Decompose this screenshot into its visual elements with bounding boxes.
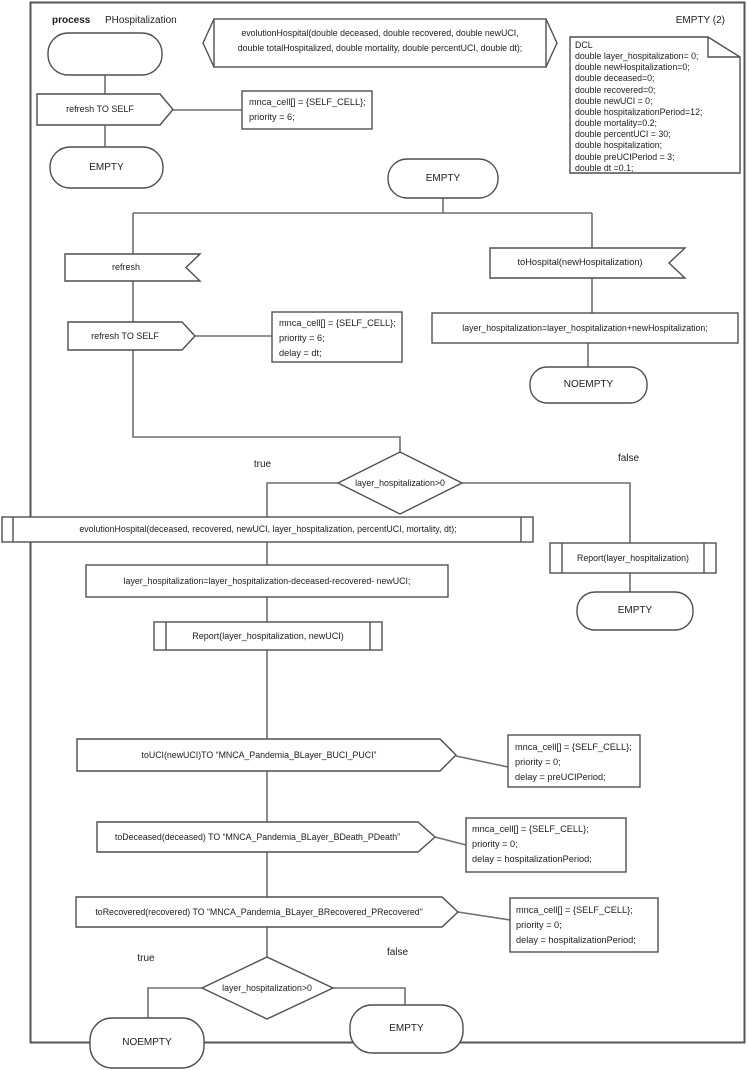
input-tohospital-shape[interactable] bbox=[489, 247, 687, 279]
task-subtract-shape[interactable] bbox=[85, 564, 449, 598]
decision1-shape[interactable] bbox=[336, 451, 464, 515]
procedure-call-report1-label[interactable]: Report(layer_hospitalization, newUCI) bbox=[192, 630, 344, 641]
start-symbol[interactable] bbox=[47, 32, 163, 76]
process-kind-label: process bbox=[52, 15, 91, 26]
procedure-declaration-shape[interactable] bbox=[213, 18, 547, 68]
state-empty-label-1[interactable]: EMPTY bbox=[89, 161, 124, 173]
comment-touci[interactable]: mnca_cell[] = {SELF_CELL}; priority = 0;… bbox=[515, 740, 635, 785]
procedure-declaration-line1[interactable]: evolutionHospital(double deceased, doubl… bbox=[241, 27, 519, 38]
comment-2[interactable]: mnca_cell[] = {SELF_CELL}; priority = 6;… bbox=[279, 316, 397, 361]
comment-box-1[interactable] bbox=[241, 90, 373, 130]
comment-line: priority = 0; bbox=[472, 839, 518, 849]
dcl-line: double hospitalization; bbox=[575, 140, 663, 151]
state-empty-shape-false[interactable] bbox=[576, 591, 694, 631]
comment-line: priority = 6; bbox=[249, 112, 295, 122]
state-noempty-shape-2[interactable] bbox=[89, 1017, 205, 1069]
task-subtract-label[interactable]: layer_hospitalization=layer_hospitalizat… bbox=[123, 575, 411, 586]
output-torecovered-label[interactable]: toRecovered(recovered) TO “MNCA_Pandemia… bbox=[95, 906, 423, 917]
state-empty-shape-1[interactable] bbox=[49, 146, 164, 189]
output-todeceased-label[interactable]: toDeceased(deceased) TO “MNCA_Pandemia_B… bbox=[114, 831, 401, 842]
process-name-label: PHospitalization bbox=[105, 15, 177, 26]
decision2-condition-label[interactable]: layer_hospitalization>0 bbox=[222, 982, 312, 993]
comment-line: priority = 0; bbox=[516, 920, 562, 930]
state-empty-label-main[interactable]: EMPTY bbox=[425, 172, 461, 184]
output-refresh-self-label-1[interactable]: refresh TO SELF bbox=[66, 104, 134, 115]
state-empty-shape-main[interactable] bbox=[387, 158, 499, 199]
procedure-call-evolution-label[interactable]: evolutionHospital(deceased, recovered, n… bbox=[79, 524, 457, 535]
comment-line: mnca_cell[] = {SELF_CELL}; bbox=[516, 905, 633, 915]
connectors bbox=[104, 75, 631, 1018]
input-tohospital-label[interactable]: toHospital(newHospitalization) bbox=[517, 257, 643, 268]
output-refresh-self-shape-2[interactable] bbox=[67, 321, 196, 351]
comment-todeceased[interactable]: mnca_cell[] = {SELF_CELL}; priority = 0;… bbox=[472, 822, 622, 867]
comment-torecovered[interactable]: mnca_cell[] = {SELF_CELL}; priority = 0;… bbox=[516, 903, 656, 948]
procedure-call-report2-label[interactable]: Report(layer_hospitalization) bbox=[577, 552, 689, 563]
output-touci-shape[interactable] bbox=[76, 738, 457, 772]
comment-1[interactable]: mnca_cell[] = {SELF_CELL}; priority = 6; bbox=[249, 95, 369, 125]
comment-box-torecovered[interactable] bbox=[509, 897, 659, 953]
comment-box-2[interactable] bbox=[271, 311, 403, 363]
state-noempty-label-2[interactable]: NOEMPTY bbox=[122, 1037, 172, 1048]
procedure-call-evolution-sidelines bbox=[12, 517, 522, 542]
dcl-line: double mortality=0.2; bbox=[575, 118, 657, 129]
dcl-line: double deceased=0; bbox=[575, 73, 655, 84]
comment-line: mnca_cell[] = {SELF_CELL}; bbox=[249, 97, 366, 107]
output-todeceased-shape[interactable] bbox=[96, 821, 437, 853]
task-add-hospitalization-label[interactable]: layer_hospitalization=layer_hospitalizat… bbox=[462, 322, 708, 333]
state-noempty-shape-1[interactable] bbox=[529, 366, 648, 404]
comment-box-todeceased[interactable] bbox=[465, 817, 627, 873]
comment-line: priority = 0; bbox=[515, 757, 561, 767]
output-refresh-self-label-2[interactable]: refresh TO SELF bbox=[91, 330, 159, 341]
page-reference-label: EMPTY (2) bbox=[675, 15, 725, 26]
dcl-declarations[interactable]: DCL double layer_hospitalization= 0; dou… bbox=[575, 40, 737, 174]
dcl-line: double newUCI = 0; bbox=[575, 95, 653, 106]
comment-line: mnca_cell[] = {SELF_CELL}; bbox=[515, 742, 632, 752]
comment-line: delay = preUCIPeriod; bbox=[515, 772, 606, 782]
output-touci-label[interactable]: toUCI(newUCI)TO “MNCA_Pandemia_BLayer_BU… bbox=[141, 749, 377, 760]
procedure-call-evolution-shape[interactable] bbox=[1, 516, 534, 543]
comment-line: mnca_cell[] = {SELF_CELL}; bbox=[279, 318, 396, 328]
state-empty-label-false[interactable]: EMPTY bbox=[617, 605, 653, 616]
state-noempty-label-1[interactable]: NOEMPTY bbox=[563, 379, 614, 390]
output-torecovered-shape[interactable] bbox=[75, 896, 460, 928]
input-refresh-shape[interactable] bbox=[64, 253, 202, 282]
comment-line: delay = dt; bbox=[279, 348, 322, 358]
dcl-line: double preUCIPeriod = 3; bbox=[575, 151, 675, 162]
procedure-declaration-line2[interactable]: double totalHospitalized, double mortali… bbox=[237, 42, 523, 53]
dcl-line: double percentUCI = 30; bbox=[575, 129, 671, 140]
procedure-call-report2-sidelines bbox=[561, 543, 705, 573]
comment-line: mnca_cell[] = {SELF_CELL}; bbox=[472, 824, 589, 834]
dcl-line: DCL bbox=[575, 40, 593, 50]
dcl-line: double recovered=0; bbox=[575, 84, 656, 95]
state-empty-shape-3[interactable] bbox=[349, 1004, 464, 1054]
decision1-false-label: false bbox=[617, 453, 640, 464]
comment-line: delay = hospitalizationPeriod; bbox=[472, 854, 592, 864]
comment-line: delay = hospitalizationPeriod; bbox=[516, 935, 636, 945]
decision2-true-label: true bbox=[137, 953, 155, 964]
dcl-line: double hospitalizationPeriod=12; bbox=[575, 106, 703, 117]
input-refresh-label[interactable]: refresh bbox=[111, 262, 140, 273]
dcl-line: double layer_hospitalization= 0; bbox=[575, 51, 699, 62]
task-add-hospitalization-shape[interactable] bbox=[431, 312, 739, 344]
procedure-declaration-right-cap bbox=[545, 18, 558, 68]
procedure-call-report1-shape[interactable] bbox=[153, 621, 383, 651]
decision1-condition-label[interactable]: layer_hospitalization>0 bbox=[355, 477, 445, 488]
dcl-line: double newHospitalization=0; bbox=[575, 62, 690, 73]
procedure-call-report1-sidelines bbox=[165, 622, 371, 650]
state-empty-label-3[interactable]: EMPTY bbox=[389, 1023, 424, 1034]
output-refresh-self-shape-1[interactable] bbox=[36, 93, 174, 126]
dcl-text-symbol[interactable] bbox=[569, 36, 741, 174]
decision2-false-label: false bbox=[386, 947, 409, 958]
comment-box-touci[interactable] bbox=[507, 734, 641, 788]
decision1-true-label: true bbox=[253, 459, 272, 470]
procedure-declaration-left-cap bbox=[202, 18, 215, 68]
dcl-line: double dt =0.1; bbox=[575, 162, 634, 173]
procedure-call-report2-shape[interactable] bbox=[549, 542, 717, 574]
decision2-shape[interactable] bbox=[200, 956, 335, 1020]
comment-line: priority = 6; bbox=[279, 333, 325, 343]
